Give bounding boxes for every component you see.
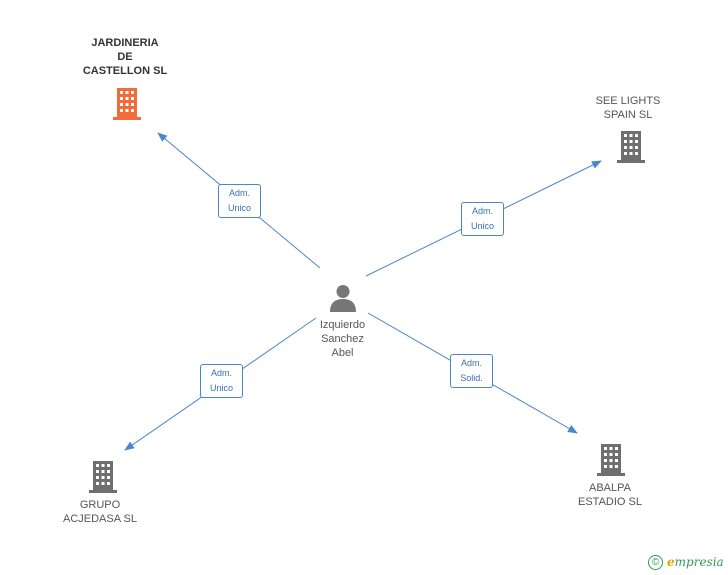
copyright-icon: ©	[648, 555, 663, 571]
empresia-logo[interactable]: ©empresia	[648, 555, 724, 571]
company-label-jardineria[interactable]: JARDINERIA DE CASTELLON SL	[82, 37, 168, 77]
building-icon[interactable]	[595, 442, 627, 481]
role-badge-see-lights: Adm. Unico	[461, 202, 504, 236]
role-badge-abalpa: Adm. Solid.	[450, 354, 493, 388]
company-label-see-lights[interactable]: SEE LIGHTS SPAIN SL	[595, 95, 661, 121]
building-icon[interactable]	[87, 459, 119, 498]
building-icon[interactable]	[111, 86, 143, 125]
role-badge-jardineria: Adm. Unico	[218, 184, 261, 218]
person-icon	[328, 283, 358, 318]
company-label-abalpa[interactable]: ABALPA ESTADIO SL	[578, 482, 642, 508]
company-label-grupo[interactable]: GRUPO ACJEDASA SL	[63, 499, 137, 525]
role-badge-grupo: Adm. Unico	[200, 364, 243, 398]
person-name[interactable]: Izquierdo Sanchez Abel	[319, 319, 366, 359]
building-icon[interactable]	[615, 129, 647, 168]
